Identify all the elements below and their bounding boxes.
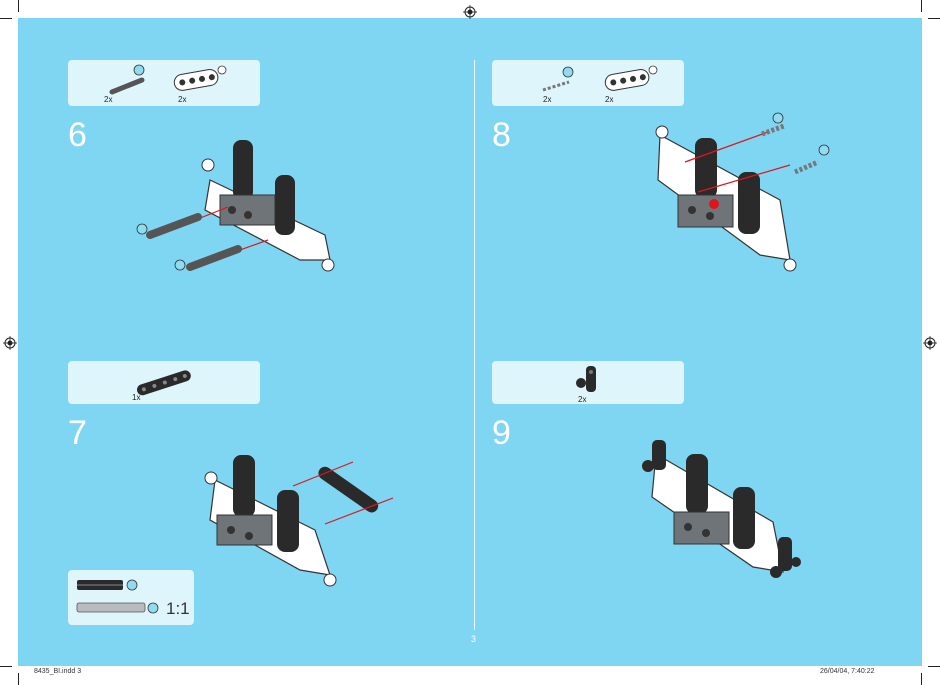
step-7-parts-icons [136,370,191,396]
crop-mark [921,673,922,685]
registration-mark-icon [3,336,17,350]
step-8-assembly-illustration [655,112,830,272]
step-6-assembly-illustration [136,140,335,272]
step-6-parts-icons [109,64,227,95]
crop-mark [921,0,922,12]
step-8-parts-icons [542,65,658,92]
page-divider [474,60,475,630]
scale-ruler-icons [76,579,159,614]
step-6-part-2-qty: 2x [178,95,187,104]
step-6-part-1-qty: 2x [104,95,113,104]
crop-mark [0,666,12,667]
step-6-number: 6 [68,116,87,154]
step-9-part-1-qty: 2x [578,395,587,404]
step-7-assembly-illustration [204,455,394,587]
step-7-part-1-qty: 1x [132,393,141,402]
scale-ruler-panel [68,570,194,625]
step-9-number: 9 [492,414,511,452]
step-9-assembly-illustration [642,440,801,578]
registration-mark-icon [923,336,937,350]
step-6-parts-panel [68,60,260,106]
slug-timestamp: 26/04/04, 7:40:22 [820,668,875,675]
crop-mark [0,18,12,19]
crop-mark [18,673,19,685]
step-8-part-2-qty: 2x [605,95,614,104]
crop-mark [18,0,19,12]
scale-label: 1:1 [166,599,190,618]
step-8-number: 8 [492,116,511,154]
step-7-number: 7 [68,414,87,452]
page-number: 3 [471,634,477,644]
registration-mark-icon [463,5,477,19]
crop-mark [928,18,940,19]
crop-mark [928,666,940,667]
step-9-parts-icons [576,366,596,392]
step-8-part-1-qty: 2x [543,95,552,104]
slug-file-info: 8435_BI.indd 3 [34,668,82,675]
